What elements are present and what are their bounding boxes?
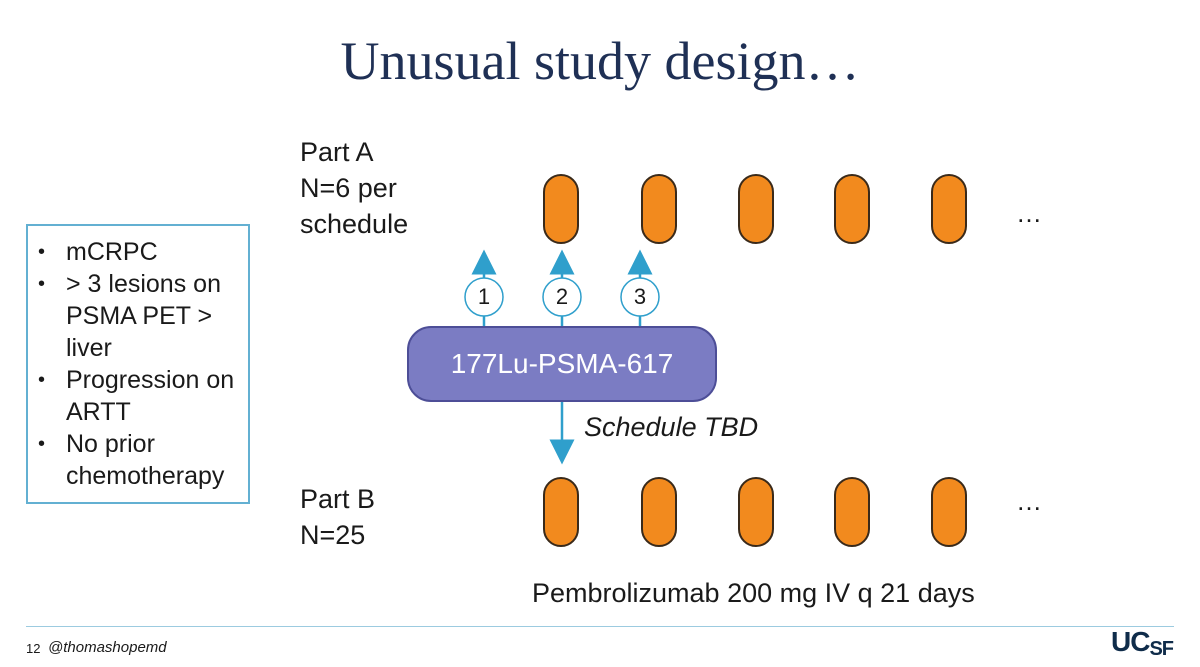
inclusion-criteria-box: mCRPC > 3 lesions on PSMA PET > liver Pr…: [26, 224, 250, 504]
dose-pill-part-a-5: [931, 174, 967, 244]
dose-pill-part-a-4: [834, 174, 870, 244]
dose-pill-part-a-1: [543, 174, 579, 244]
schedule-1-circle: [464, 277, 504, 317]
ucsf-logo: UCSF: [1111, 626, 1174, 660]
drug-box: 177Lu-PSMA-617: [407, 326, 717, 402]
dose-pill-part-b-1: [543, 477, 579, 547]
footer-divider: [26, 626, 1174, 627]
criteria-item: > 3 lesions on PSMA PET > liver: [34, 268, 242, 364]
dose-pill-part-a-3: [738, 174, 774, 244]
slide-title: Unusual study design…: [340, 31, 860, 91]
criteria-item: Progression on ARTT: [34, 364, 242, 428]
dose-pill-part-b-5: [931, 477, 967, 547]
pembrolizumab-caption: Pembrolizumab 200 mg IV q 21 days: [532, 578, 975, 608]
schedule-2-label: 2: [555, 284, 569, 309]
schedule-1-label: 1: [477, 284, 491, 309]
part-b-ellipsis: …: [1016, 486, 1042, 516]
schedule-3-label: 3: [633, 284, 647, 309]
criteria-item: No prior chemotherapy: [34, 428, 242, 492]
part-a-label: Part A N=6 per schedule: [300, 137, 409, 239]
dose-pill-part-b-3: [738, 477, 774, 547]
author-handle: @thomashopemd: [48, 639, 167, 656]
part-b-label: Part B N=25: [300, 484, 376, 550]
dose-pill-part-b-2: [641, 477, 677, 547]
page-number: 12: [26, 641, 41, 656]
dose-pill-part-a-2: [641, 174, 677, 244]
schedule-note: Schedule TBD: [584, 412, 759, 442]
criteria-item: mCRPC: [34, 236, 242, 268]
part-a-ellipsis: …: [1016, 198, 1042, 228]
schedule-2-circle: [542, 277, 582, 317]
schedule-3-circle: [620, 277, 660, 317]
drug-label: 177Lu-PSMA-617: [450, 348, 674, 379]
dose-pill-part-b-4: [834, 477, 870, 547]
